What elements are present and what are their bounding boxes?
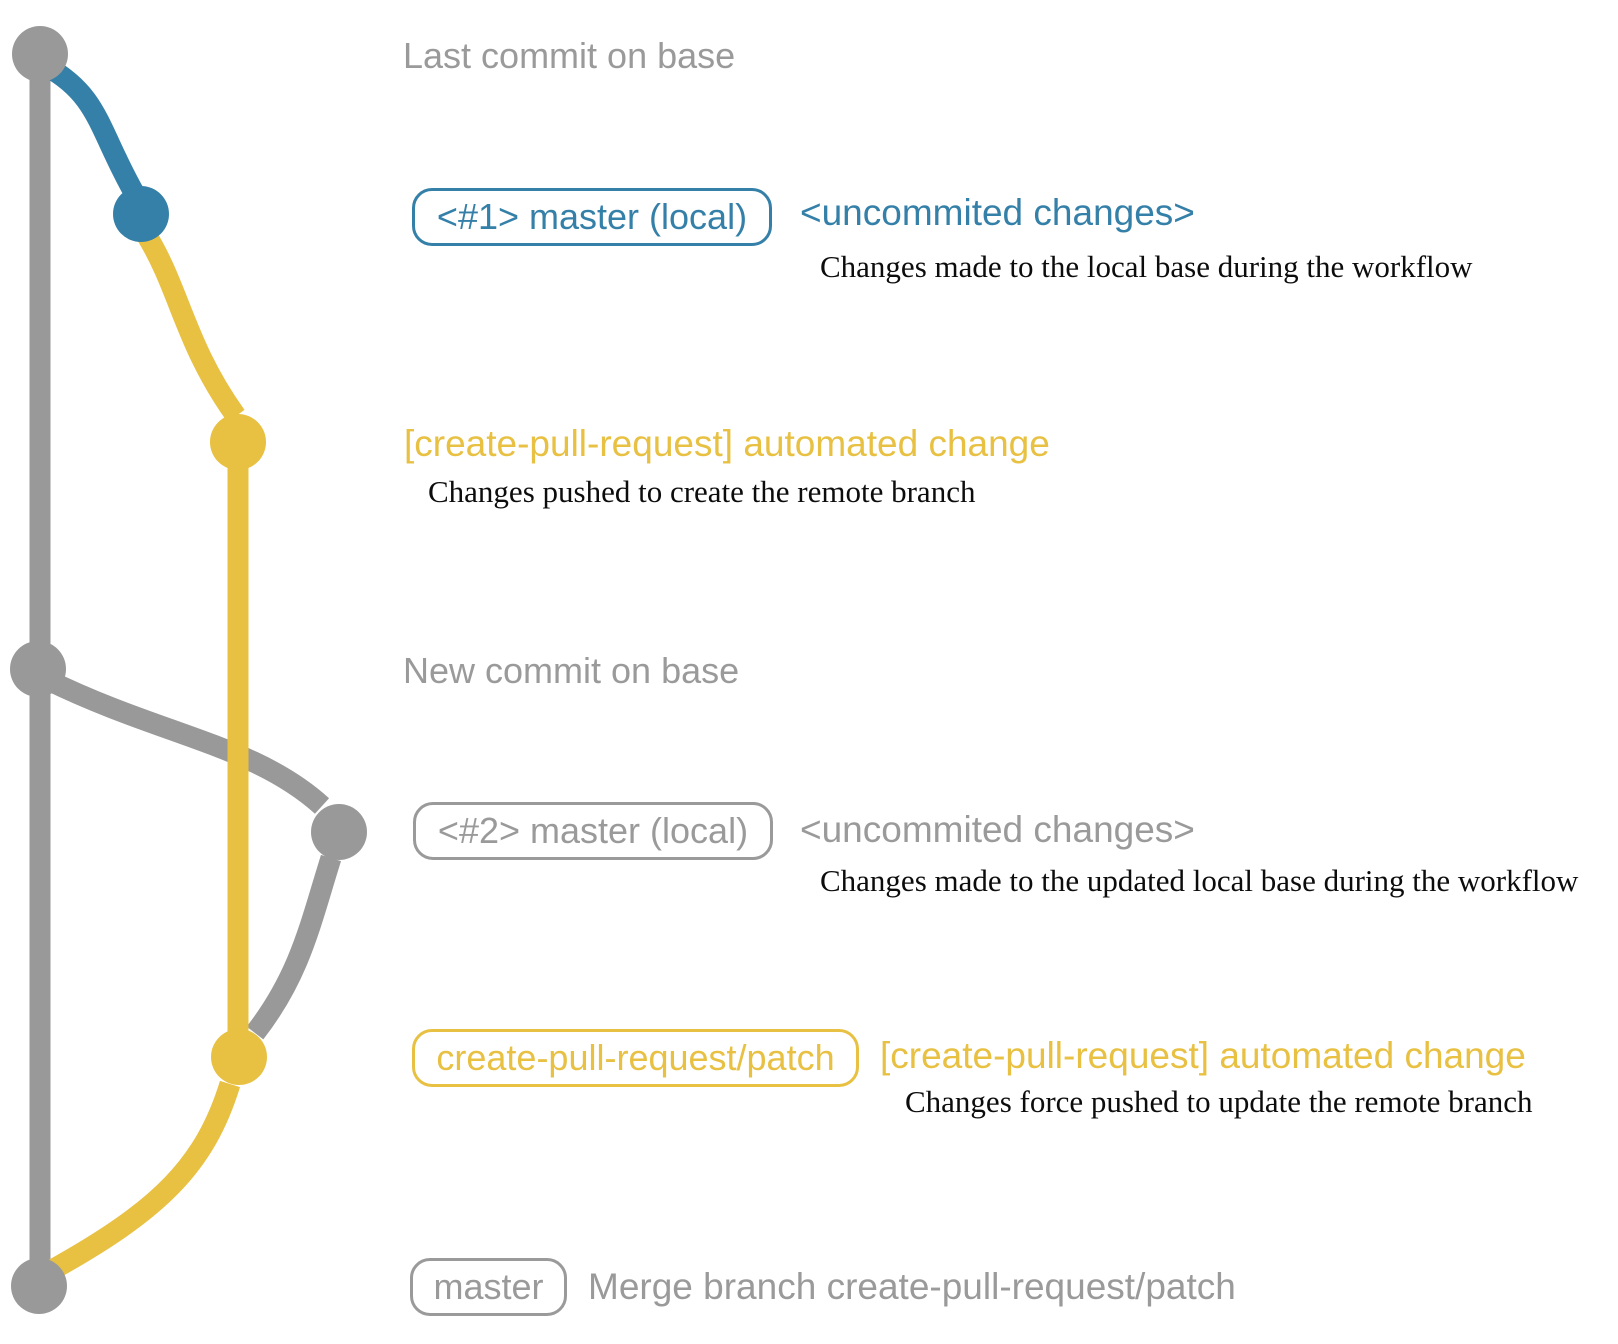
- automated-change-2-label: [create-pull-request] automated change: [880, 1035, 1526, 1076]
- commit-dot-merge: [11, 1258, 67, 1314]
- branch-badge-patch: create-pull-request/patch: [412, 1029, 859, 1087]
- branch-badge-patch-text: create-pull-request/patch: [436, 1037, 835, 1078]
- push1-description: Changes pushed to create the remote bran…: [428, 474, 976, 509]
- push2-description: Changes force pushed to update the remot…: [905, 1084, 1533, 1119]
- patch-branch-edge-top: [138, 230, 245, 423]
- automated-change-1-label: [create-pull-request] automated change: [404, 423, 1050, 464]
- commit-dot-uncommited-2: [311, 804, 367, 860]
- commit-dot-new-base: [10, 641, 66, 697]
- rebase-edge-upper: [43, 670, 330, 814]
- uncommited-changes-2-label: <uncommited changes>: [800, 809, 1195, 850]
- branch-badge-master-local-2-text: <#2> master (local): [437, 810, 749, 851]
- local-changes-edge: [40, 56, 146, 202]
- branch-badge-master-local-2: <#2> master (local): [413, 802, 773, 860]
- branch-badge-master-local-1: <#1> master (local): [412, 188, 772, 246]
- commit-dot-patch-1: [210, 414, 266, 470]
- workflow2-description: Changes made to the updated local base d…: [820, 863, 1579, 898]
- branch-badge-master-text: master: [433, 1266, 544, 1307]
- new-commit-label: New commit on base: [403, 650, 740, 691]
- commit-dot-uncommited-1: [113, 186, 169, 242]
- uncommited-changes-1-label: <uncommited changes>: [800, 192, 1195, 233]
- rebase-edge-lower: [246, 854, 342, 1040]
- workflow1-description: Changes made to the local base during th…: [820, 249, 1473, 284]
- merge-edge: [46, 1080, 241, 1280]
- branch-badge-master-local-1-text: <#1> master (local): [436, 196, 748, 237]
- commit-dot-patch-2: [211, 1029, 267, 1085]
- commit-dot-last-base: [12, 26, 68, 82]
- last-commit-label: Last commit on base: [403, 35, 736, 76]
- merge-message-label: Merge branch create-pull-request/patch: [588, 1266, 1236, 1307]
- branch-badge-master: master: [410, 1258, 567, 1316]
